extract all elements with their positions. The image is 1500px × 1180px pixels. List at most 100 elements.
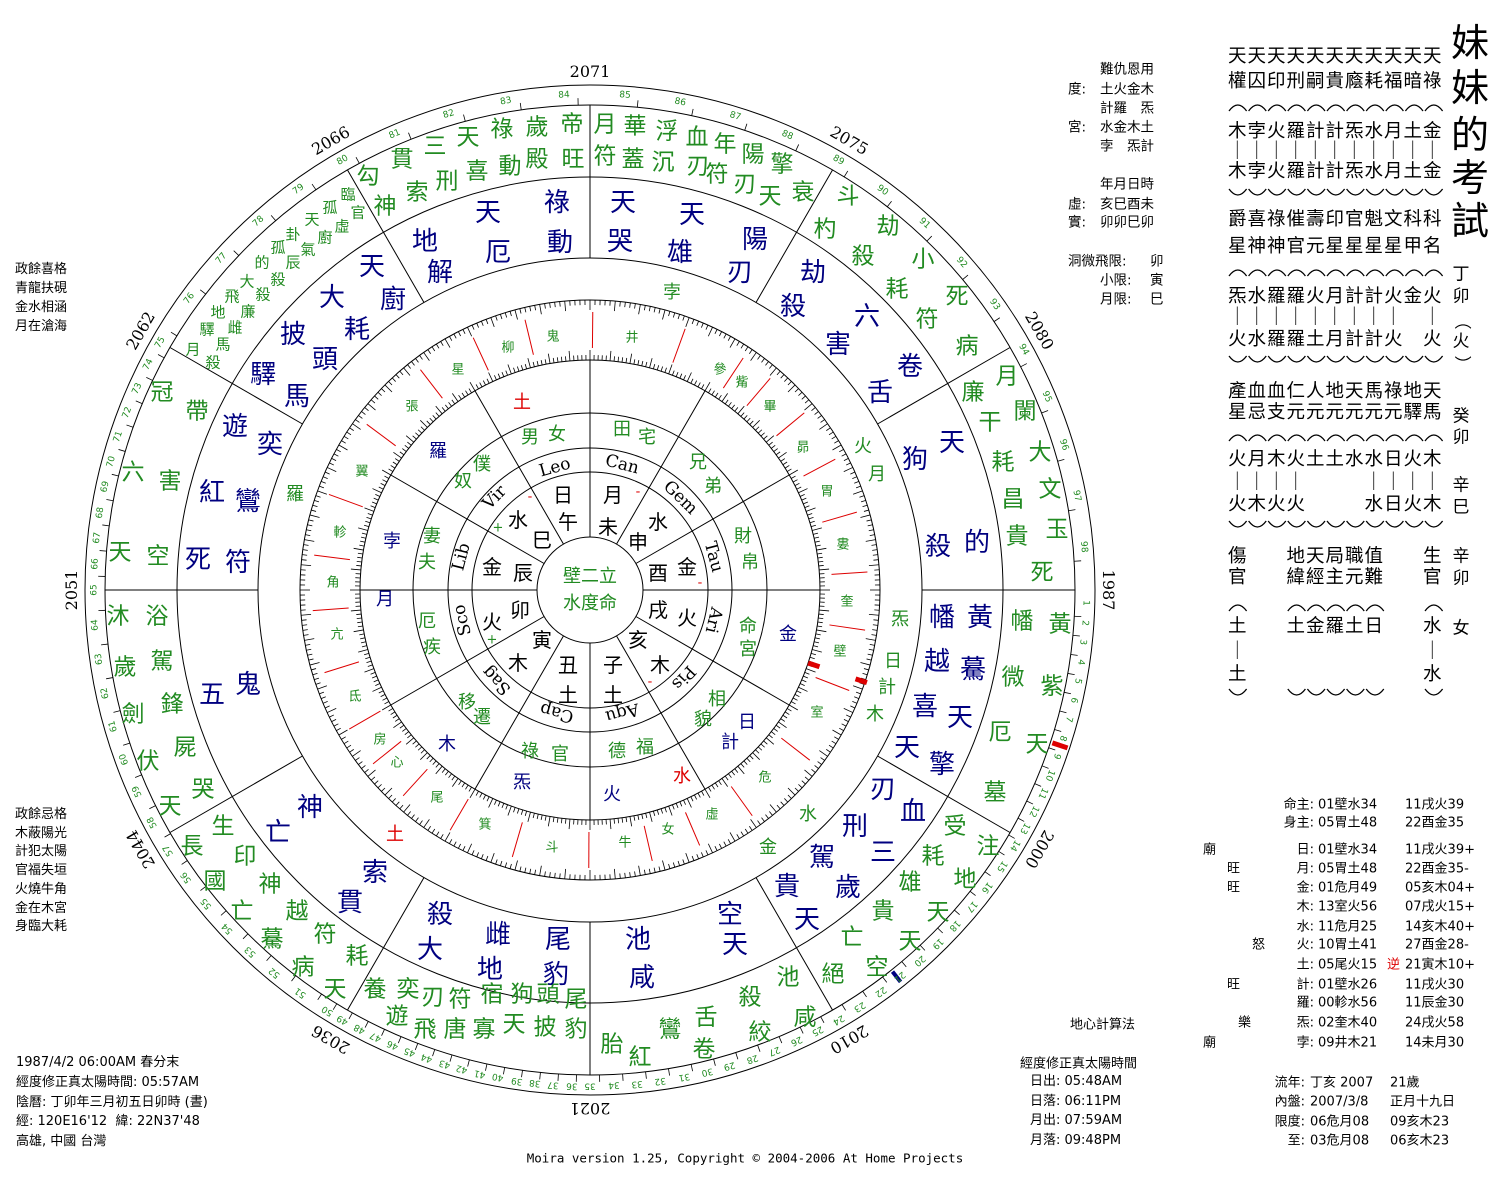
minor-star-label: 大	[239, 272, 255, 291]
tick-mark	[106, 499, 114, 502]
outer-star-label: 杓	[813, 216, 837, 243]
tick-mark	[405, 737, 415, 745]
polarity-mark: -	[647, 674, 653, 690]
tick-mark	[377, 391, 382, 396]
mansion-boundary-line	[324, 661, 360, 674]
age-label: 34	[607, 1079, 620, 1091]
tick-mark	[350, 568, 361, 571]
star-grid-row: 產血血仁人地天馬祿地天	[1228, 380, 1443, 402]
tick-mark	[868, 648, 874, 651]
tick-mark	[843, 170, 849, 178]
outer-star-label: 耗	[345, 943, 369, 970]
mansion-label: 胃	[820, 484, 834, 500]
tick-mark	[367, 513, 373, 516]
tick-mark	[769, 811, 773, 816]
tick-mark	[332, 1003, 338, 1010]
tick-mark	[539, 1072, 541, 1080]
tick-mark	[378, 690, 384, 694]
middle-star-label: 貫	[336, 888, 364, 918]
tick-mark	[407, 734, 412, 739]
age-label: 32	[654, 1074, 667, 1087]
outer-star-label: 印	[233, 843, 257, 870]
tick-mark	[1041, 765, 1049, 769]
middle-star-label: 動	[546, 228, 574, 258]
tick-mark	[361, 532, 367, 535]
mansion-label: 翼	[355, 464, 369, 480]
outer-star-label: 注	[976, 833, 1000, 860]
tick-mark	[393, 452, 402, 459]
tick-mark	[708, 388, 712, 394]
tick-mark	[926, 235, 933, 242]
tick-mark	[552, 357, 555, 363]
tick-mark	[776, 804, 781, 810]
tick-mark	[819, 750, 828, 757]
tick-mark	[402, 448, 407, 452]
tick-mark	[497, 801, 501, 807]
outer-star-label: 殿	[525, 146, 549, 173]
tick-mark	[303, 544, 309, 546]
planet-position-label: 孛	[383, 531, 401, 552]
outer-star-label: 斗	[836, 183, 860, 210]
outer-star-label: 亡	[840, 924, 864, 951]
tick-mark	[718, 394, 722, 400]
tick-mark	[449, 1054, 453, 1062]
outer-star-label: 頭	[536, 981, 560, 1008]
tick-mark	[721, 393, 728, 402]
tick-mark	[804, 776, 810, 781]
flow-value: 2007/3/8	[1310, 1094, 1369, 1110]
tick-mark	[426, 755, 431, 760]
tick-mark	[312, 672, 318, 676]
tick-mark	[839, 727, 844, 731]
tick-mark	[682, 315, 685, 321]
pattern-text: 官福失垣	[15, 863, 68, 879]
tick-mark	[784, 377, 789, 382]
palace-label: 夫	[418, 552, 436, 573]
middle-star-label: 害	[824, 330, 852, 360]
tick-mark	[815, 544, 821, 547]
tick-mark	[312, 504, 318, 508]
tick-mark	[736, 834, 740, 839]
middle-star-label: 尾	[544, 925, 572, 955]
tick-mark	[348, 1012, 353, 1020]
tick-mark	[1041, 410, 1049, 414]
tick-mark	[407, 441, 412, 446]
tick-mark	[374, 395, 379, 400]
tick-mark	[382, 479, 388, 483]
middle-star-label: 哭	[606, 227, 634, 257]
tick-mark	[862, 990, 867, 998]
tick-mark	[364, 1021, 369, 1028]
tick-mark	[458, 394, 462, 400]
tick-mark	[798, 784, 803, 789]
tick-mark	[1057, 458, 1065, 462]
tick-mark	[845, 462, 851, 466]
outer-star-label: 符	[313, 921, 337, 948]
middle-star-label: 狗	[901, 445, 929, 475]
tick-mark	[364, 507, 375, 512]
planet-position: 11危月25	[1318, 919, 1378, 935]
age-label: 85	[618, 90, 631, 102]
marker-bar	[854, 676, 868, 686]
tick-mark	[469, 788, 476, 799]
tick-mark	[866, 658, 872, 661]
tick-mark	[429, 757, 434, 763]
planet-position: 02奎木40	[1318, 1015, 1378, 1031]
flow-value: 06亥木23	[1390, 1133, 1450, 1149]
tick-mark	[871, 634, 877, 636]
outer-star-label: 歲	[525, 114, 549, 141]
tick-mark	[736, 341, 740, 346]
tick-mark	[370, 505, 376, 508]
mansion-boundary-line	[781, 737, 811, 761]
planet-position-label: 孛	[663, 282, 681, 303]
tick-mark	[485, 1063, 488, 1071]
tick-mark	[415, 432, 420, 437]
tick-mark	[811, 769, 816, 773]
chart-title-char: 妹	[1450, 66, 1490, 110]
pattern-text: 金水相涵	[15, 300, 68, 315]
tick-mark	[291, 975, 297, 982]
tick-mark	[426, 420, 431, 425]
tick-mark	[609, 350, 612, 361]
age-label: 66	[89, 558, 101, 571]
mansion-boundary-line	[730, 786, 753, 817]
marker-bar	[890, 970, 903, 984]
sector-divider	[755, 877, 833, 1011]
